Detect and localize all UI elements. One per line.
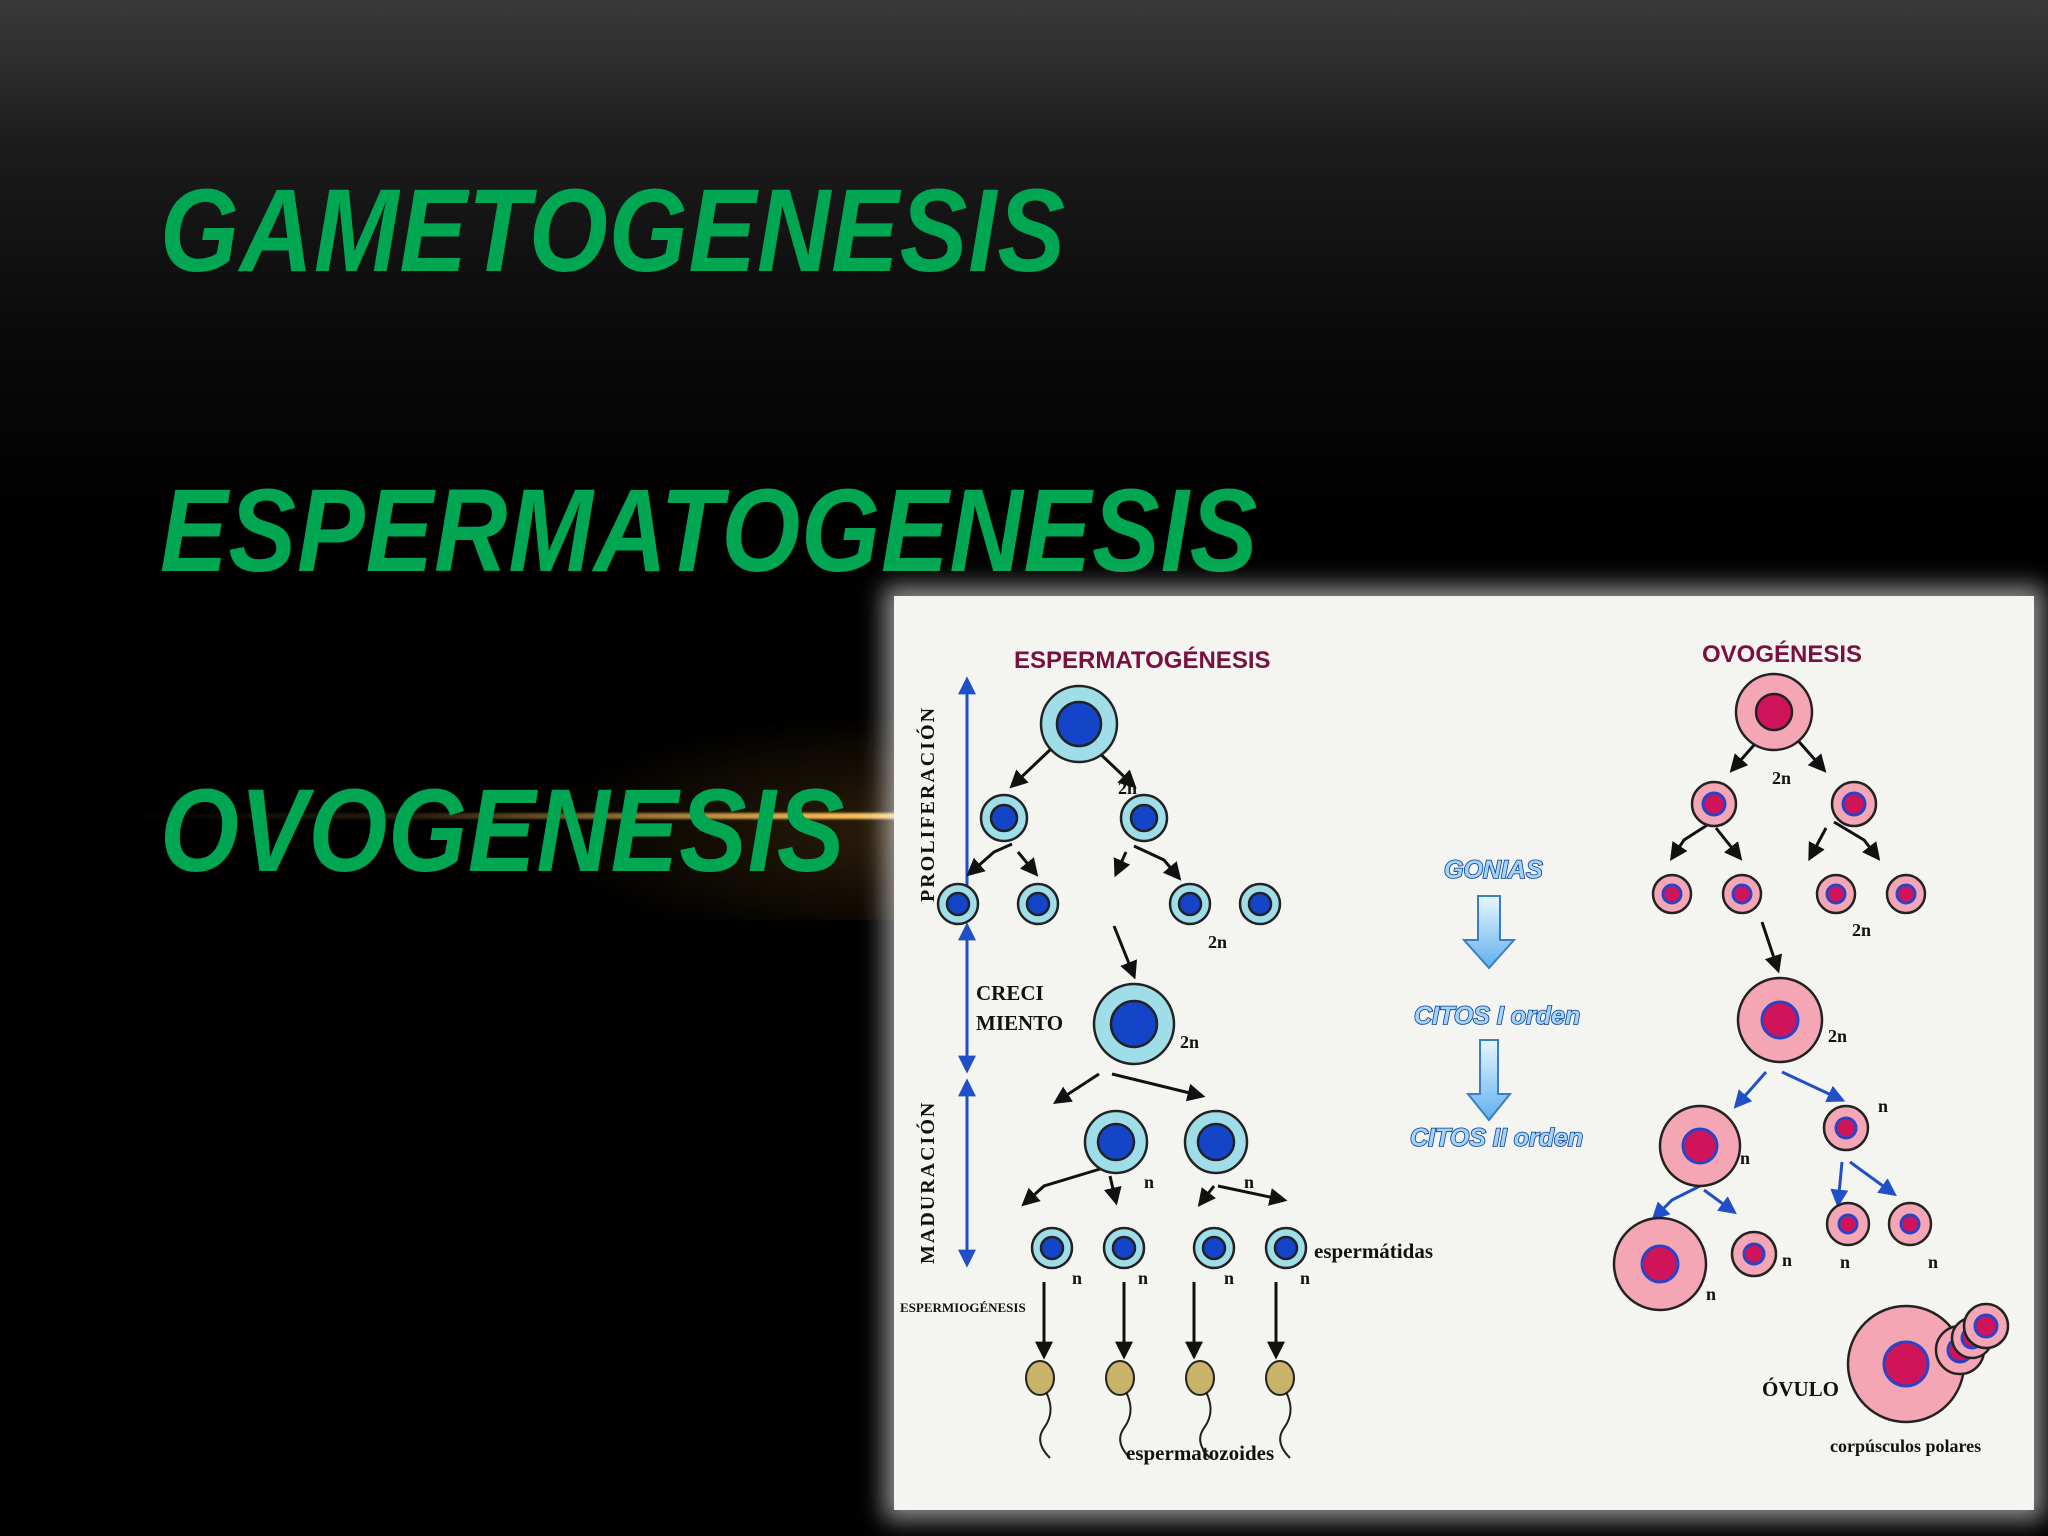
legend-citos-ii: CITOS II orden: [1410, 1124, 1583, 1152]
ploidy-label: 2n: [1118, 778, 1137, 798]
light-streak: [130, 813, 960, 819]
gametogenesis-diagram: ESPERMATOGÉNESIS OVOGÉNESIS PROLIFERACIÓ…: [894, 596, 2034, 1510]
ploidy-label: n: [1224, 1268, 1234, 1288]
ploidy-label: n: [1300, 1268, 1310, 1288]
ploidy-label: n: [1706, 1284, 1716, 1304]
polar-bodies-label: corpúsculos polares: [1830, 1436, 1981, 1456]
slide-title-espermatogenesis: ESPERMATOGENESIS: [160, 465, 1259, 597]
ploidy-label: 2n: [1180, 1032, 1199, 1052]
down-arrow-icon: [1465, 1039, 1513, 1122]
diagram-canvas: ESPERMATOGÉNESIS OVOGÉNESIS PROLIFERACIÓ…: [900, 640, 2010, 1465]
ploidy-label: n: [1072, 1268, 1082, 1288]
legend-citos-i: CITOS I orden: [1414, 1002, 1580, 1030]
ploidy-label: n: [1740, 1148, 1750, 1168]
phase-growth-label-2: MIENTO: [976, 1011, 1063, 1035]
legend-gonias: GONIAS: [1444, 856, 1543, 884]
phase-proliferation-label: PROLIFERACIÓN: [915, 706, 939, 902]
spermatids-label: espermátidas: [1314, 1239, 1433, 1263]
spermatozoa-label: espermatozoides: [1126, 1441, 1274, 1465]
down-arrow-icon: [1461, 895, 1517, 970]
ploidy-label: n: [1138, 1268, 1148, 1288]
ploidy-label: 2n: [1828, 1026, 1847, 1046]
phase-maturation-label: MADURACIÓN: [915, 1101, 939, 1264]
ploidy-label: 2n: [1772, 768, 1791, 788]
ploidy-label: n: [1782, 1250, 1792, 1270]
ploidy-label: 2n: [1852, 920, 1871, 940]
ploidy-label: n: [1244, 1172, 1254, 1192]
phase-growth-label-1: CRECI: [976, 981, 1044, 1005]
right-diagram-title: OVOGÉNESIS: [1702, 640, 1862, 668]
ovo-tree: 2n 2n 2n n n n n n n ÓVULO corpúsculos p…: [1612, 672, 2010, 1456]
spermatozoon-icon: [1025, 1360, 1295, 1459]
spermiogenesis-label: ESPERMIOGÉNESIS: [900, 1300, 1026, 1315]
ploidy-label: n: [1928, 1252, 1938, 1272]
ploidy-label: 2n: [1208, 932, 1227, 952]
sperm-tree: 2n 2n 2n n n n n n n espermátidas ESPERM…: [900, 684, 1433, 1465]
slide-title-ovogenesis: OVOGENESIS: [160, 765, 846, 897]
ovum-label: ÓVULO: [1762, 1377, 1839, 1401]
ploidy-label: n: [1840, 1252, 1850, 1272]
slide-title-gametogenesis: GAMETOGENESIS: [160, 165, 1066, 297]
middle-legend: GONIAS CITOS I orden CITOS II orden: [1409, 855, 1584, 1153]
left-diagram-title: ESPERMATOGÉNESIS: [1014, 646, 1271, 674]
ploidy-label: n: [1878, 1096, 1888, 1116]
ploidy-label: n: [1144, 1172, 1154, 1192]
